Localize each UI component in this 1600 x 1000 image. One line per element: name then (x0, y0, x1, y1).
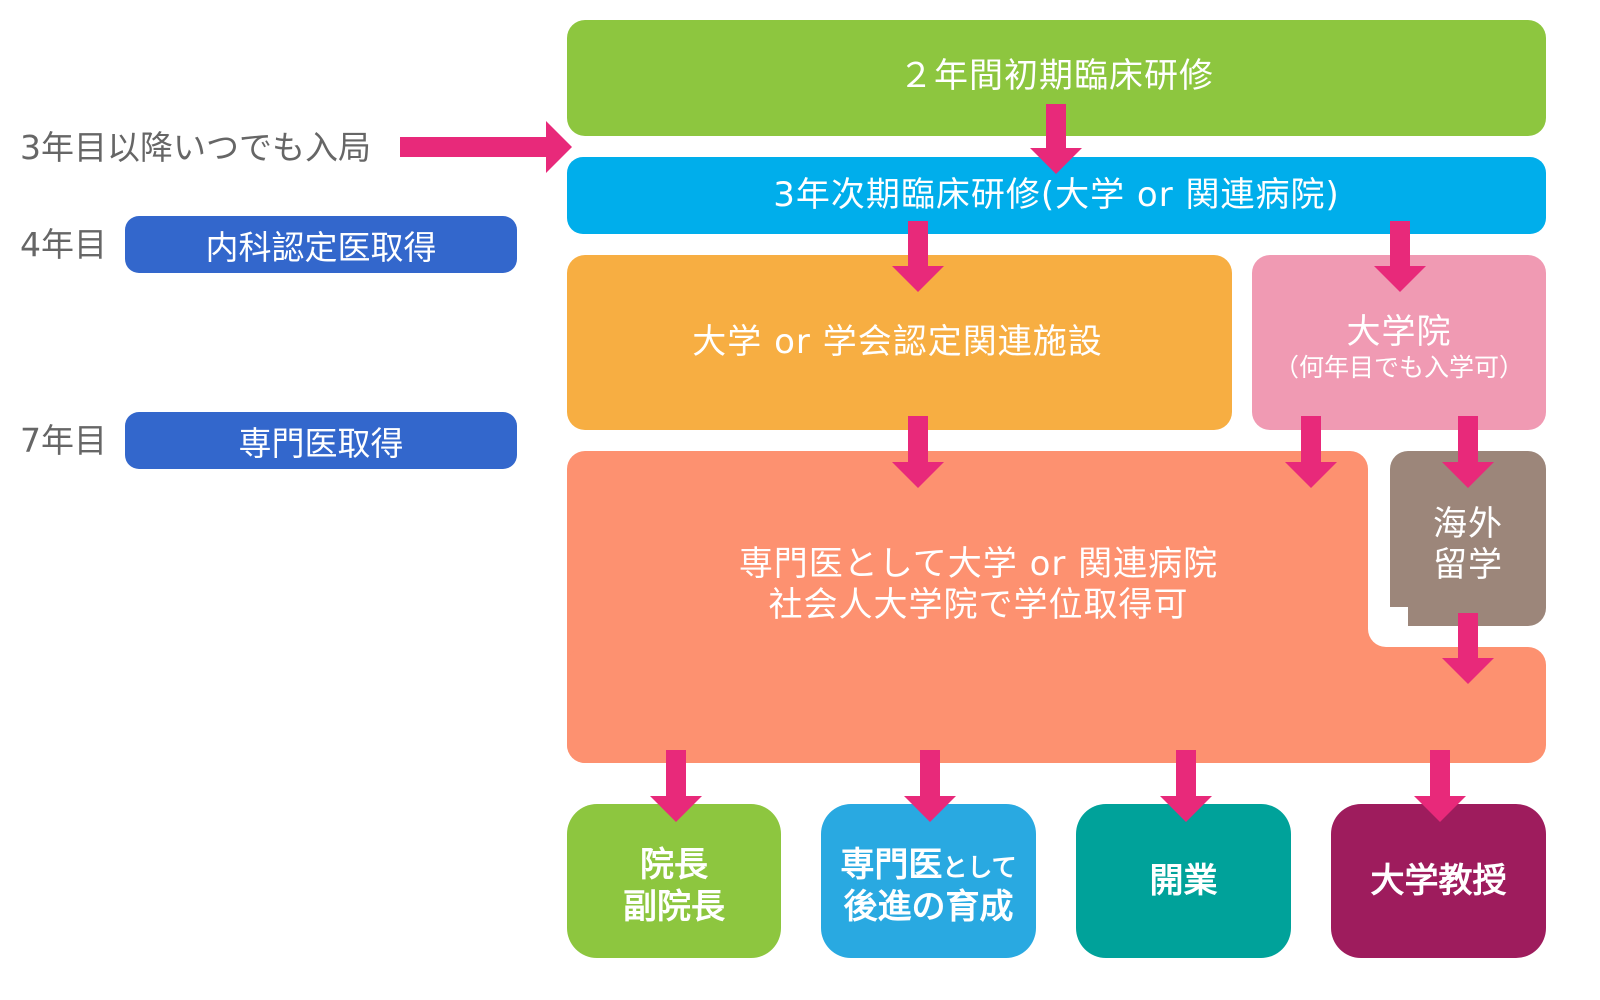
outcome-director-box: 院長 副院長 (567, 804, 781, 958)
specialist-box: 専門医として大学 or 関連病院 社会人大学院で学位取得可 (567, 451, 1546, 763)
year4-label: 4年目 (20, 225, 107, 264)
outcome-mentoring-line1-main: 専門医 (840, 844, 943, 885)
outcome-director-line2: 副院長 (623, 887, 725, 927)
year7-milestone-text: 専門医取得 (238, 423, 404, 463)
arrow-third-to-facility-icon (892, 221, 944, 292)
arrow-specialist-to-practice-icon (1160, 750, 1212, 822)
specialist-text-line1: 専門医として大学 or 関連病院 (738, 544, 1219, 585)
grad-school-box: 大学院 （何年目でも入学可） (1252, 255, 1546, 430)
year7-milestone-badge: 専門医取得 (125, 412, 517, 469)
arrow-gradschool-to-specialist-icon (1285, 416, 1337, 488)
arrow-gradschool-to-abroad-icon (1442, 416, 1494, 488)
outcome-practice-box: 開業 (1076, 804, 1291, 958)
third-year-training-box: 3年次期臨床研修(大学 or 関連病院) (567, 157, 1546, 234)
outcome-professor-box: 大学教授 (1331, 804, 1546, 958)
arrow-third-to-gradschool-icon (1374, 221, 1426, 292)
third-year-training-text: 3年次期臨床研修(大学 or 関連病院) (773, 175, 1340, 216)
arrow-specialist-to-director-icon (650, 750, 702, 822)
study-abroad-line1: 海外 (1433, 503, 1503, 544)
study-abroad-line2: 留学 (1433, 544, 1503, 585)
join-arrow-icon (400, 121, 572, 173)
outcome-professor-text: 大学教授 (1370, 860, 1507, 901)
outcome-practice-text: 開業 (1149, 860, 1218, 901)
join-anytime-label: 3年目以降いつでも入局 (20, 128, 371, 167)
grad-school-note: （何年目でも入学可） (1273, 352, 1524, 382)
specialist-text-line2: 社会人大学院で学位取得可 (768, 585, 1189, 625)
grad-school-title: 大学院 (1346, 312, 1452, 353)
arrow-initial-to-third-icon (1030, 104, 1082, 174)
initial-training-text: ２年間初期臨床研修 (899, 56, 1214, 96)
outcome-mentoring-line2: 後進の育成 (843, 887, 1014, 927)
outcome-mentoring-line1-small: として (942, 852, 1017, 882)
year7-label: 7年目 (20, 421, 107, 460)
arrow-specialist-to-mentoring-icon (904, 750, 956, 822)
year4-milestone-badge: 内科認定医取得 (125, 216, 517, 273)
year4-milestone-text: 内科認定医取得 (205, 227, 437, 267)
outcome-director-line1: 院長 (640, 844, 708, 885)
affiliated-facility-text: 大学 or 学会認定関連施設 (692, 322, 1103, 363)
outcome-mentoring-box: 専門医として 後進の育成 (821, 804, 1036, 958)
arrow-facility-to-specialist-icon (892, 416, 944, 488)
arrow-abroad-to-specialist-icon (1442, 613, 1494, 684)
arrow-specialist-to-professor-icon (1414, 750, 1466, 822)
outcome-mentoring-line1: 専門医として (840, 844, 1016, 887)
